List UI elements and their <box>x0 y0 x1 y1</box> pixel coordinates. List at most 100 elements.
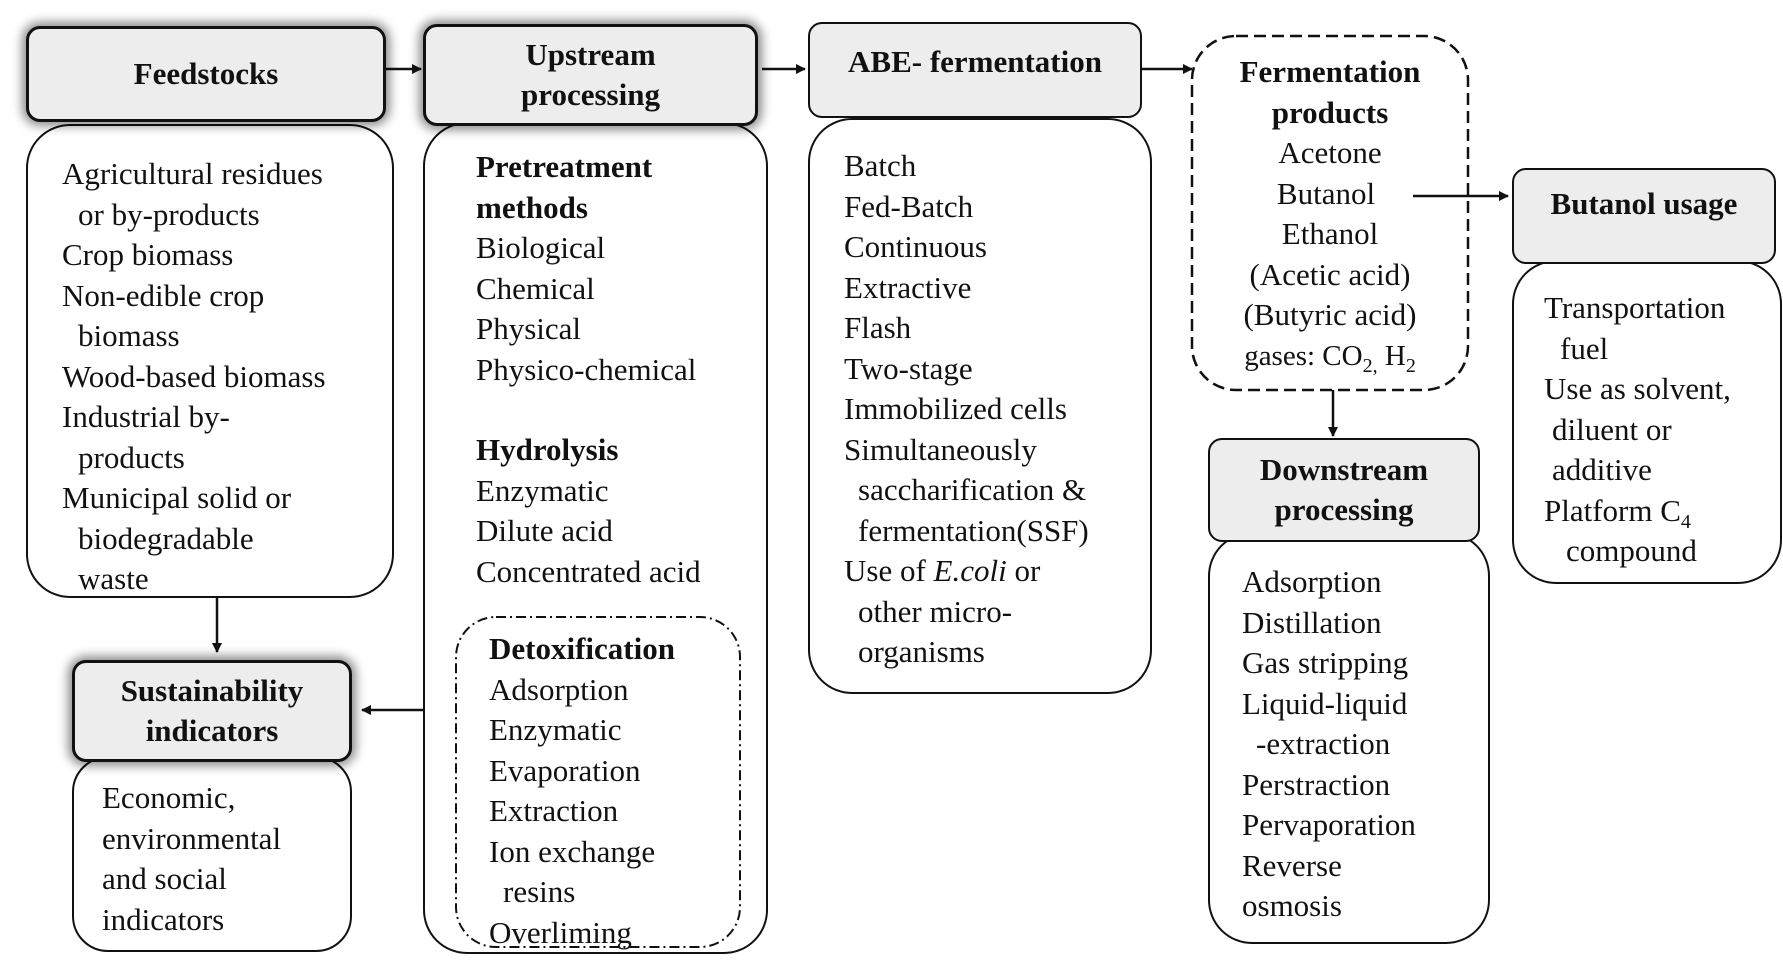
feedstock-item: Non-edible crop <box>62 277 265 313</box>
ecoli-suffix: or <box>1014 553 1041 588</box>
gases-label: gases: CO <box>1244 339 1363 372</box>
usage-body <box>1512 260 1782 584</box>
downstream-item: Gas stripping <box>1242 645 1409 680</box>
abe-item: Continuous <box>844 229 987 264</box>
sustainability-item: indicators <box>102 901 225 937</box>
feedstocks-title: Feedstocks <box>133 56 279 91</box>
downstream-item: Pervaporation <box>1242 807 1416 842</box>
abe-item: other micro- <box>858 593 1013 629</box>
feedstock-item: biomass <box>78 318 180 353</box>
feedstocks-header: Feedstocks <box>26 26 386 122</box>
feedstock-item: waste <box>78 561 149 596</box>
pretreatment-heading-2: methods <box>476 189 588 225</box>
downstream-list: Adsorption Distillation Gas stripping Li… <box>1242 562 1416 927</box>
product-gases: gases: CO2, H2 <box>1192 336 1468 377</box>
sustainability-title-line1: Sustainability <box>120 673 304 708</box>
product-item: (Butyric acid) <box>1243 297 1417 332</box>
feedstock-item: Municipal solid or <box>62 480 292 515</box>
detox-item: Overliming <box>489 914 632 950</box>
feedstock-item: Wood-based biomass <box>62 358 326 394</box>
ecoli-prefix: Use of <box>844 553 926 588</box>
sustainability-title-line2: indicators <box>145 713 279 748</box>
downstream-item: Distillation <box>1242 604 1382 640</box>
downstream-item: Reverse <box>1242 847 1342 883</box>
sustainability-item: environmental <box>102 820 282 856</box>
product-item: Butanol <box>1276 175 1376 211</box>
usage-item-platform: Platform C4 <box>1544 491 1731 532</box>
abe-item: Two-stage <box>844 350 973 386</box>
usage-item: Transportation <box>1544 290 1726 325</box>
ecoli-name: E.coli <box>933 553 1007 588</box>
abe-item: Flash <box>844 310 912 345</box>
usage-list: Transportation fuel Use as solvent, dilu… <box>1544 288 1731 572</box>
downstream-item: osmosis <box>1242 888 1342 923</box>
platform-subscript: 4 <box>1680 510 1691 533</box>
abe-item: organisms <box>858 634 985 669</box>
detox-item: Adsorption <box>489 671 629 707</box>
detox-heading: Detoxification <box>489 631 675 666</box>
usage-item: diluent or <box>1552 411 1672 447</box>
abe-item: fermentation(SSF) <box>858 512 1089 548</box>
abe-item: Fed-Batch <box>844 188 974 224</box>
usage-item: compound <box>1566 533 1697 568</box>
pretreatment-heading: Pretreatment <box>476 149 653 184</box>
pretreatment-item: Physical <box>476 311 582 346</box>
pretreatment-item: Physico-chemical <box>476 351 697 387</box>
abe-item: saccharification & <box>858 472 1087 507</box>
sustainability-item: Economic, <box>102 780 236 815</box>
detox-item: Ion exchange <box>489 833 656 869</box>
co2-subscript: 2, <box>1362 354 1378 377</box>
abe-item: Immobilized cells <box>844 391 1067 426</box>
downstream-title-line1: Downstream <box>1259 452 1429 487</box>
abe-item: Simultaneously <box>844 431 1037 467</box>
detox-item: resins <box>503 874 576 909</box>
downstream-header: Downstream processing <box>1208 438 1480 542</box>
feedstock-item: biodegradable <box>78 520 254 556</box>
detox-item: Extraction <box>489 793 619 828</box>
sustainability-list: Economic, environmental and social indic… <box>102 778 281 940</box>
feedstocks-list: Agricultural residues or by-products Cro… <box>62 154 326 600</box>
upstream-header: Upstream processing <box>423 24 758 126</box>
downstream-item: -extraction <box>1256 726 1391 761</box>
abe-header: ABE- fermentation <box>808 22 1142 118</box>
hydrolysis-item: Dilute acid <box>476 513 613 548</box>
pretreatment-item: Chemical <box>476 270 595 306</box>
abe-title: ABE- fermentation <box>848 44 1102 79</box>
feedstock-item: Industrial by- <box>62 399 230 434</box>
detox-item: Enzymatic <box>489 712 622 747</box>
abe-item-ecoli: Use of E.coli or <box>844 551 1089 592</box>
platform-label: Platform C <box>1544 492 1681 528</box>
products-list: Fermentation products Acetone Butanol Et… <box>1192 52 1468 376</box>
abe-list: Batch Fed-Batch Continuous Extractive Fl… <box>844 146 1089 673</box>
h2-label: H <box>1384 339 1406 372</box>
h2-subscript: 2 <box>1405 354 1416 377</box>
detox-list: Detoxification Adsorption Enzymatic Evap… <box>489 629 675 953</box>
downstream-body <box>1208 532 1490 944</box>
hydrolysis-item: Concentrated acid <box>476 553 701 589</box>
product-item: Acetone <box>1278 135 1382 170</box>
downstream-item: Perstraction <box>1242 766 1391 802</box>
products-title-line2: products <box>1271 94 1389 130</box>
product-item: (Acetic acid) <box>1249 256 1411 292</box>
detox-item: Evaporation <box>489 752 641 788</box>
abe-item: Extractive <box>844 269 972 305</box>
hydrolysis-heading: Hydrolysis <box>476 432 619 467</box>
usage-item: fuel <box>1560 330 1609 366</box>
downstream-item: Liquid-liquid <box>1242 685 1408 721</box>
product-item: Ethanol <box>1281 216 1379 251</box>
sustainability-item: and social <box>102 861 227 896</box>
downstream-item: Adsorption <box>1242 564 1382 599</box>
usage-item: Use as solvent, <box>1544 371 1731 406</box>
feedstocks-body <box>26 124 394 598</box>
upstream-title-line2: processing <box>521 77 660 112</box>
abe-item: Batch <box>844 148 917 183</box>
usage-item: additive <box>1552 452 1652 487</box>
abe-body <box>808 118 1152 694</box>
downstream-title-line2: processing <box>1274 492 1414 527</box>
sustainability-header: Sustainability indicators <box>72 660 352 762</box>
feedstock-item: or by-products <box>78 196 260 232</box>
feedstock-item: Crop biomass <box>62 237 234 272</box>
feedstock-item: products <box>78 439 185 475</box>
upstream-title-line1: Upstream <box>525 37 656 72</box>
